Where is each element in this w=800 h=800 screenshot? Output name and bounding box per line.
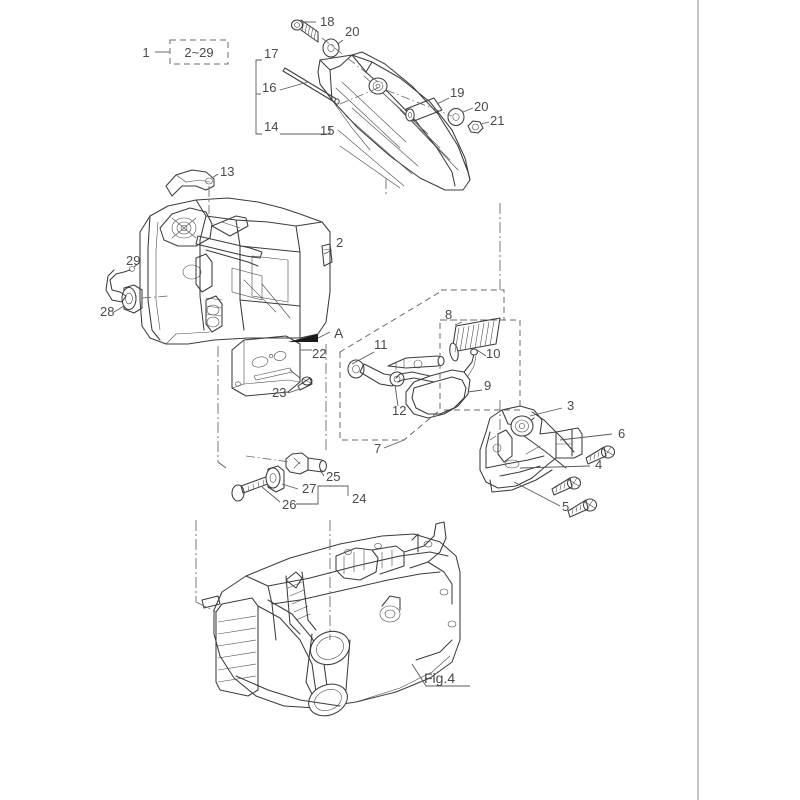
callout-27: 27 bbox=[302, 481, 316, 496]
part-19-bushing bbox=[405, 97, 443, 122]
section-marker-label: A bbox=[334, 325, 344, 341]
part-10-pin bbox=[470, 348, 487, 357]
part-20-washer-lower bbox=[447, 107, 465, 127]
hand-guard-assembly bbox=[255, 19, 490, 196]
callout-12: 12 bbox=[392, 403, 406, 418]
callout-21: 21 bbox=[490, 113, 504, 128]
part-11-12-linkage bbox=[347, 351, 445, 407]
callout-28: 28 bbox=[100, 304, 114, 319]
part-3-brake-bracket bbox=[479, 405, 613, 507]
callout-18: 18 bbox=[320, 14, 334, 29]
brake-band-group-boundary bbox=[339, 289, 521, 449]
callout-9: 9 bbox=[484, 378, 491, 393]
part-27-washer bbox=[265, 465, 299, 493]
assembly-range-label: 2~29 bbox=[184, 45, 213, 60]
callout-22: 22 bbox=[312, 346, 326, 361]
hand-guard-leaders bbox=[255, 21, 490, 196]
callout-10: 10 bbox=[486, 346, 500, 361]
part-18-screw bbox=[290, 19, 319, 43]
part-2-crankcase-housing bbox=[139, 197, 333, 345]
callout-26: 26 bbox=[282, 497, 296, 512]
callout-16: 16 bbox=[262, 80, 276, 95]
bolt-group-24-27 bbox=[231, 452, 349, 505]
part-6-screw bbox=[585, 445, 616, 465]
part-9-brake-band bbox=[395, 353, 483, 419]
part-21-nut bbox=[467, 120, 484, 134]
callout-15: 15 bbox=[320, 123, 334, 138]
callout-8: 8 bbox=[445, 307, 452, 322]
fig4-leader bbox=[411, 663, 470, 687]
callout-17: 17 bbox=[264, 46, 278, 61]
part-29-clip bbox=[105, 261, 141, 303]
part-23-screw bbox=[287, 376, 313, 394]
part-13-brake-lever bbox=[165, 169, 219, 214]
engine-assembly bbox=[201, 521, 461, 717]
figure-reference-label: Fig.4 bbox=[424, 670, 455, 686]
callout-4: 4 bbox=[595, 457, 602, 472]
part-22-cover-plate bbox=[231, 335, 312, 397]
part-4-screw bbox=[551, 476, 582, 496]
part-15-hand-guard bbox=[317, 51, 471, 191]
callout-2: 2 bbox=[336, 235, 343, 250]
callout-7: 7 bbox=[374, 441, 381, 456]
callout-11: 11 bbox=[374, 337, 388, 352]
part-25-nut bbox=[285, 452, 327, 477]
callout-5: 5 bbox=[562, 499, 569, 514]
callout-3: 3 bbox=[567, 398, 574, 413]
callout-29: 29 bbox=[126, 253, 140, 268]
callout-20-upper: 20 bbox=[345, 24, 359, 39]
callout-13: 13 bbox=[220, 164, 234, 179]
assembly-index-box bbox=[155, 39, 229, 65]
callout-14: 14 bbox=[264, 119, 278, 134]
part-5-screw bbox=[567, 498, 598, 518]
callout-1: 1 bbox=[142, 45, 149, 60]
callout-20-lower: 20 bbox=[474, 99, 488, 114]
callout-6: 6 bbox=[618, 426, 625, 441]
part-16-pin bbox=[282, 67, 340, 105]
callout-24: 24 bbox=[352, 491, 366, 506]
section-arrow-a bbox=[288, 331, 331, 342]
alignment-chain-lines bbox=[195, 200, 501, 640]
part-20-washer-upper bbox=[322, 38, 340, 58]
callout-23: 23 bbox=[272, 385, 286, 400]
callout-19: 19 bbox=[450, 85, 464, 100]
part-8-brake-spring bbox=[449, 317, 501, 362]
part-28-bushing bbox=[113, 284, 169, 314]
callout-25: 25 bbox=[326, 469, 340, 484]
callout-labels: 1 2~29 2 3 4 5 6 7 8 9 10 11 12 13 14 15… bbox=[100, 14, 625, 686]
